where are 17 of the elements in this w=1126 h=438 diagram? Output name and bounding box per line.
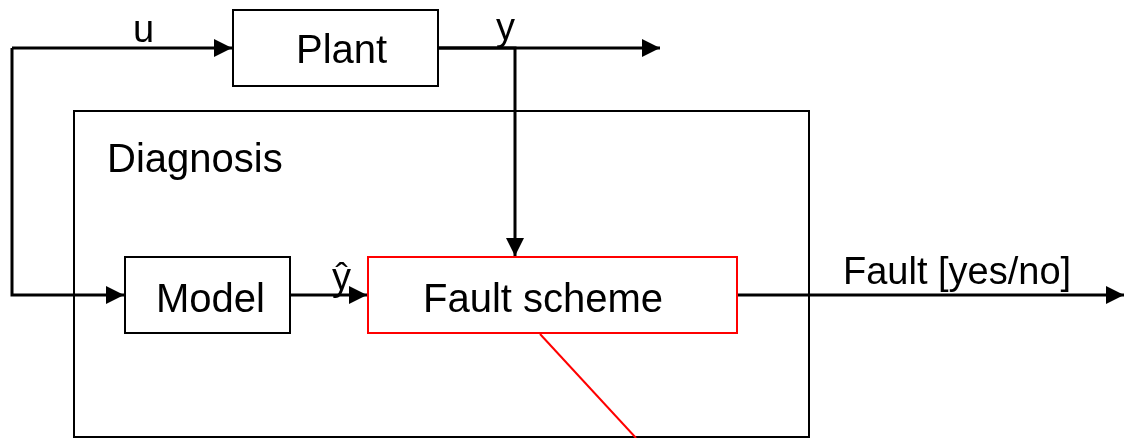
group-heading: Diagnosis	[107, 138, 283, 178]
arrow	[12, 39, 232, 57]
edge-label: y	[496, 8, 515, 46]
arrow	[738, 286, 1124, 304]
box-label: Model	[156, 278, 265, 318]
leader-line	[539, 333, 637, 438]
group-box	[73, 110, 810, 438]
edge-label: Fault [yes/no]	[843, 252, 1072, 290]
box-label: Plant	[296, 29, 388, 69]
arrow	[291, 286, 367, 304]
process-box	[124, 256, 291, 334]
arrow	[10, 48, 124, 304]
box-label: Fault scheme	[423, 278, 664, 318]
process-box	[367, 256, 738, 334]
arrow	[439, 46, 524, 256]
edge-label: u	[133, 10, 155, 48]
process-box	[232, 9, 439, 87]
